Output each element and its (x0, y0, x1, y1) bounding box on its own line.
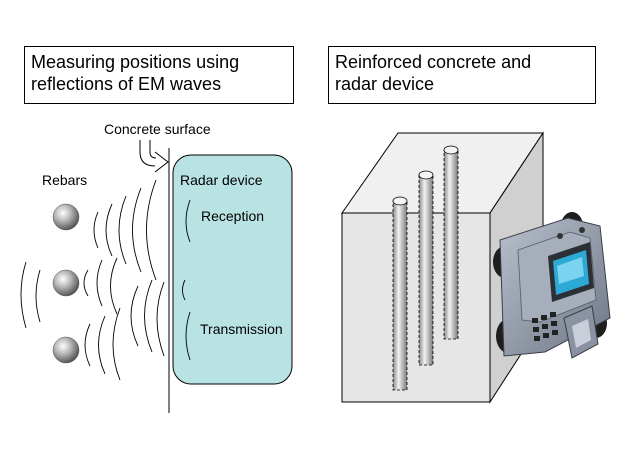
right-panel-title: Reinforced concrete and radar device (328, 46, 596, 104)
concrete-surface-label: Concrete surface (104, 121, 211, 137)
rebar-rod (418, 174, 434, 366)
rebars-label: Rebars (42, 172, 88, 188)
radar-device-label: Radar device (180, 172, 263, 188)
surface-pointer-arrow (139, 140, 169, 173)
device-keypad (532, 312, 558, 341)
rebar-circle (52, 269, 80, 297)
rebar-circle (52, 336, 80, 364)
rebar-rod-top (443, 145, 459, 155)
rebar-rods (392, 145, 459, 391)
transmission-label: Transmission (200, 321, 283, 337)
rebar-rod-top (418, 170, 434, 180)
rebar-circle (52, 203, 80, 231)
em-wave-arcs (20, 179, 191, 381)
rebar-cross-sections (52, 203, 80, 364)
radar-device-box (172, 154, 293, 385)
rebar-rod (443, 149, 459, 340)
left-panel-title: Measuring positions using reflections of… (24, 46, 294, 104)
rebar-rod-top (392, 196, 408, 206)
reception-label: Reception (201, 208, 265, 224)
radar-device-illustration (493, 212, 611, 359)
rebar-rod (392, 200, 408, 391)
